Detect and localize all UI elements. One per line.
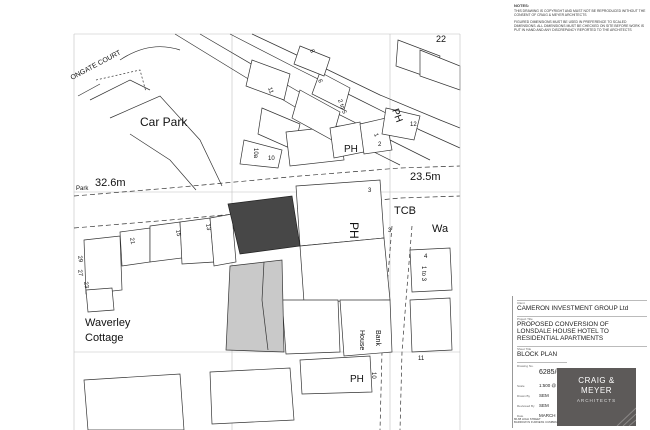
scale-caption: Scale xyxy=(517,384,525,388)
car-park-outline xyxy=(77,46,223,191)
logo-line-3: ARCHITECTS xyxy=(576,398,617,403)
label-6: 6 xyxy=(316,79,323,85)
drawing-number: 6285/01 xyxy=(539,369,565,376)
label-12: 12 xyxy=(410,122,417,128)
label-ongate-court: ONGATE COURT xyxy=(70,49,123,82)
label-tcb: TCB xyxy=(394,205,416,217)
label-13: 13 xyxy=(204,223,211,231)
date-caption: Date xyxy=(517,414,524,418)
reviewed-value: SEM xyxy=(539,403,549,408)
label-waverley: Waverley xyxy=(85,317,131,329)
label-elevation-right: 23.5m xyxy=(410,171,441,183)
label-10: 10 xyxy=(268,156,275,162)
label-cottage: Cottage xyxy=(85,332,124,344)
project-row: Project Title PROPOSED CONVERSION OF LON… xyxy=(517,316,647,342)
logo-mark-icon xyxy=(616,407,636,426)
label-2to5: 2 to 5 xyxy=(336,99,347,116)
label-1: 1 xyxy=(372,133,379,139)
label-car-park: Car Park xyxy=(140,115,188,129)
project-caption: Project Title xyxy=(517,317,533,321)
label-11b: 11 xyxy=(418,356,425,362)
scale-value: 1:500 @ A3 xyxy=(539,383,563,388)
label-2: 2 xyxy=(378,142,382,148)
label-house: House xyxy=(358,330,365,350)
notes-panel: NOTES: THIS DRAWING IS COPYRIGHT AND MUS… xyxy=(514,3,646,34)
project-line-2: LONSDALE HOUSE HOTEL TO xyxy=(517,328,609,335)
label-15: 15 xyxy=(174,229,181,237)
notes-dimensions: FIGURED DIMENSIONS MUST BE USED IN PREFE… xyxy=(514,19,644,33)
label-park: Park xyxy=(76,186,89,192)
label-1to3: 1 to 3 xyxy=(420,266,426,282)
sheet-caption: Sheet Title xyxy=(517,347,532,351)
buildings-top xyxy=(239,39,461,169)
buildings-south xyxy=(83,179,453,430)
site-yard-divider xyxy=(261,261,269,351)
address-line-2: BARROW IN FURNESS CUMBRIA xyxy=(514,420,558,425)
notes-heading: NOTES: xyxy=(514,3,530,8)
label-21: 21 xyxy=(128,237,135,245)
logo-line-1: CRAIG & xyxy=(578,376,615,385)
logo-line-2: MEYER xyxy=(581,386,612,395)
label-4: 4 xyxy=(424,254,428,260)
client-name: CAMERON INVESTMENT GROUP Ltd xyxy=(517,305,629,312)
label-ph-bottom: PH xyxy=(350,374,364,385)
label-bank: Bank xyxy=(374,330,381,346)
notes-copyright: THIS DRAWING IS COPYRIGHT AND MUST NOT B… xyxy=(514,9,646,18)
drawing-no-caption: Drawing No. xyxy=(517,364,534,368)
site-building xyxy=(227,195,301,255)
sheet-title: BLOCK PLAN xyxy=(517,351,558,358)
label-23: 23 xyxy=(82,281,89,289)
project-line-3: RESIDENTIAL APARTMENTS xyxy=(517,335,604,342)
drawing-info: Drawing No. 6285/01 Scale 1:500 @ A3 Dra… xyxy=(517,362,567,425)
label-8: 8 xyxy=(308,49,315,55)
label-ph-top-right: PH xyxy=(389,107,404,124)
drawn-value: SEM xyxy=(539,393,549,398)
map-grid xyxy=(73,33,460,430)
site-yard xyxy=(225,259,285,353)
architect-logo: CRAIG & MEYER ARCHITECTS xyxy=(557,368,636,426)
drawn-caption: Drawn By xyxy=(517,394,531,398)
client-row: Client CAMERON INVESTMENT GROUP Ltd xyxy=(517,300,647,312)
sheet-row: Sheet Title BLOCK PLAN xyxy=(517,346,647,358)
address-line-1: 86-88 HIGH STREET xyxy=(514,417,541,421)
label-10a: 10a xyxy=(252,148,258,159)
label-ph-mid-top: PH xyxy=(344,144,358,155)
label-3b: 3 xyxy=(388,228,392,234)
label-10b: 10 xyxy=(370,372,376,379)
label-ph-center: PH xyxy=(347,222,361,239)
title-block: Client CAMERON INVESTMENT GROUP Ltd Proj… xyxy=(512,296,649,428)
label-22: 22 xyxy=(436,34,446,44)
label-11: 11 xyxy=(266,87,274,96)
label-elevation-left: 32.6m xyxy=(95,177,126,189)
date-value: MARCH 2021 xyxy=(539,413,567,418)
client-caption: Client xyxy=(517,301,525,305)
reviewed-caption: Reviewed By xyxy=(517,404,535,408)
architect-address: 86-88 HIGH STREET BARROW IN FURNESS CUMB… xyxy=(514,417,558,425)
label-27: 27 xyxy=(76,269,83,277)
project-line-1: PROPOSED CONVERSION OF xyxy=(517,321,609,328)
label-3: 3 xyxy=(368,188,372,194)
label-29: 29 xyxy=(76,255,83,263)
label-wa: Wa xyxy=(432,223,449,235)
